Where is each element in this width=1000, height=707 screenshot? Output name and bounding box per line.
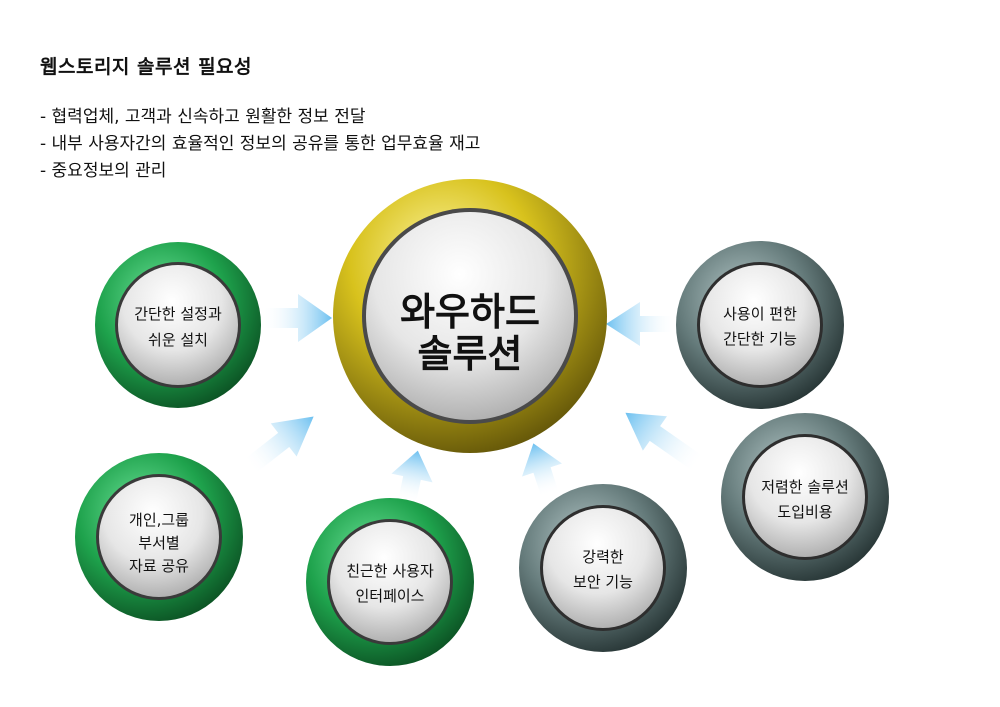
node-label: 간단한 설정과: [134, 305, 222, 323]
arrow-easy-setup: [262, 294, 332, 342]
center-title-line2: 솔루션: [418, 332, 523, 376]
bullet-item: - 중요정보의 관리: [40, 161, 167, 181]
node-label: 보안 기능: [573, 573, 633, 591]
node-label: 부서별: [138, 534, 179, 552]
bullet-item: - 협력업체, 고객과 신속하고 원활한 정보 전달: [40, 107, 366, 127]
arrow-security: [522, 443, 562, 498]
bullet-list: - 협력업체, 고객과 신속하고 원활한 정보 전달 - 내부 사용자간의 효율…: [40, 104, 480, 185]
arrow-friendly-ui: [391, 450, 433, 504]
arrow-easy-features: [606, 302, 676, 346]
node-easy-features: 사용이 편한 간단한 기능: [676, 241, 844, 409]
node-label: 친근한 사용자: [346, 562, 434, 580]
node-label: 자료 공유: [129, 557, 189, 575]
node-group-sharing: 개인,그룹 부서별 자료 공유: [75, 453, 243, 621]
node-security: 강력한 보안 기능: [519, 484, 687, 652]
node-label: 쉬운 설치: [148, 331, 208, 349]
node-label: 도입비용: [777, 503, 832, 521]
node-label: 개인,그룹: [129, 511, 189, 529]
center-title-line1: 와우하드: [400, 290, 540, 334]
arrows: [243, 294, 705, 504]
arrow-group-sharing: [243, 416, 314, 475]
center-node: 와우하드 솔루션: [333, 179, 607, 453]
node-label: 인터페이스: [355, 587, 424, 605]
node-label: 간단한 기능: [723, 330, 797, 348]
bullet-item: - 내부 사용자간의 효율적인 정보의 공유를 통한 업무효율 재고: [40, 134, 481, 154]
node-label: 강력한: [582, 548, 624, 566]
page-title: 웹스토리지 솔루션 필요성: [40, 56, 253, 78]
node-label: 저렴한 솔루션: [761, 478, 849, 496]
node-easy-setup: 간단한 설정과 쉬운 설치: [95, 242, 261, 408]
arrow-low-cost: [625, 412, 705, 472]
node-friendly-ui: 친근한 사용자 인터페이스: [306, 498, 474, 666]
node-label: 사용이 편한: [723, 305, 797, 323]
node-low-cost: 저렴한 솔루션 도입비용: [721, 413, 889, 581]
